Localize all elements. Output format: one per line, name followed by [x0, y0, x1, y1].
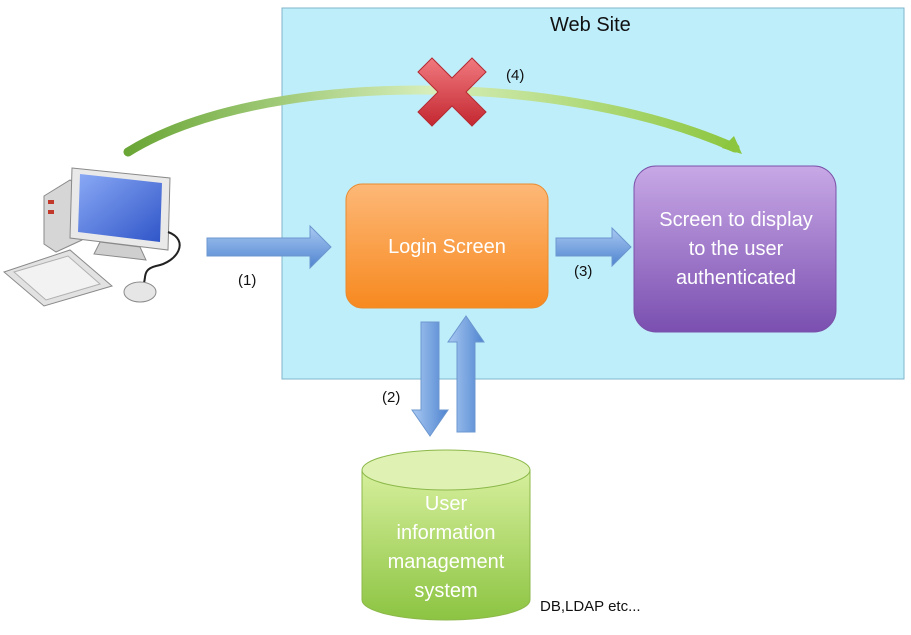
database-examples-note: DB,LDAP etc...	[540, 598, 641, 615]
step-label-1: (1)	[238, 272, 257, 289]
authenticated-screen-line-1: Screen to display	[659, 209, 813, 231]
blocked-x-icon	[417, 57, 487, 127]
website-title: Web Site	[550, 14, 631, 36]
user-database-label: User information management system	[362, 490, 530, 606]
user-database-line-2: information	[396, 522, 496, 544]
desktop-computer-icon	[3, 167, 181, 307]
user-database-line-1: User	[424, 493, 468, 515]
bypass-curve-arrow	[123, 85, 742, 157]
authenticated-screen-box	[633, 165, 837, 333]
step-label-4: (4)	[506, 67, 525, 84]
authenticated-screen-line-2: to the user	[688, 238, 784, 260]
arrow-to-authenticated-screen	[555, 226, 632, 268]
arrow-up-from-database	[447, 315, 485, 433]
login-screen-label: Login Screen	[388, 236, 506, 258]
authenticated-screen-line-3: authenticated	[675, 267, 797, 289]
step-label-2: (2)	[382, 389, 401, 406]
user-database-line-4: system	[414, 580, 478, 602]
user-database-cylinder	[361, 449, 531, 621]
user-database-line-3: management	[387, 551, 505, 573]
arrow-to-login	[206, 224, 332, 270]
authenticated-screen-label: Screen to display to the user authentica…	[636, 206, 836, 293]
step-label-3: (3)	[574, 263, 593, 280]
arrow-down-to-database	[411, 321, 449, 437]
login-screen-box	[345, 183, 549, 309]
